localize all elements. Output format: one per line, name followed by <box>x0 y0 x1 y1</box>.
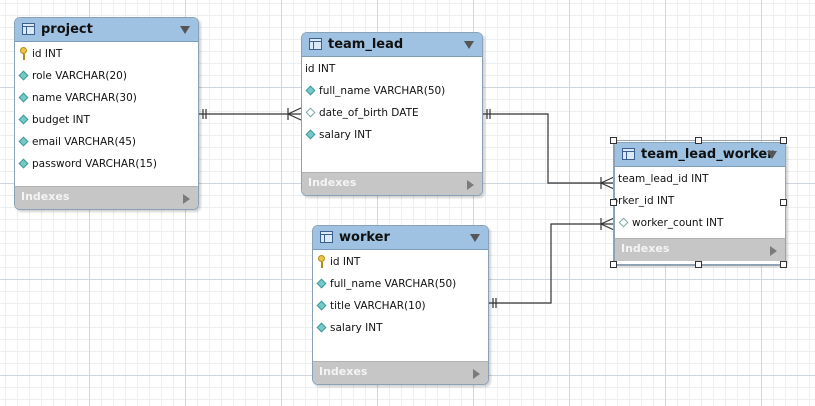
table-title: team_lead_worker <box>641 147 774 162</box>
column-label: budget INT <box>32 114 90 126</box>
column-icon <box>316 300 327 311</box>
indexes-label: Indexes <box>319 365 368 378</box>
primary-key-icon <box>318 255 325 268</box>
resize-handle-left[interactable] <box>610 199 617 206</box>
expand-arrow-icon[interactable] <box>473 369 480 379</box>
primary-key-icon <box>20 47 27 60</box>
column-label: full_name VARCHAR(50) <box>330 278 457 290</box>
table-team-lead-worker[interactable]: team_lead_worker team_lead_id INT worker… <box>614 142 786 265</box>
relationship-project-team-lead[interactable] <box>197 107 302 121</box>
indexes-bar[interactable]: Indexes <box>15 186 198 209</box>
expand-arrow-icon[interactable] <box>183 194 190 204</box>
resize-handle-top[interactable] <box>695 137 702 144</box>
column-row[interactable]: id INT <box>302 58 482 80</box>
table-header[interactable]: project <box>15 18 198 42</box>
column-label: role VARCHAR(20) <box>32 70 127 82</box>
column-label: worker_count INT <box>632 217 724 229</box>
column-icon <box>18 114 29 125</box>
resize-handle-bottom-left[interactable] <box>610 261 617 268</box>
collapse-arrow-icon[interactable] <box>464 41 474 49</box>
column-label: password VARCHAR(15) <box>32 158 157 170</box>
relationship-team-lead-team-lead-worker[interactable] <box>481 109 615 190</box>
expand-arrow-icon[interactable] <box>770 246 777 256</box>
indexes-bar[interactable]: Indexes <box>615 238 785 261</box>
table-project[interactable]: project id INT role VARCHAR(20) name VAR… <box>14 17 199 210</box>
column-label: salary INT <box>319 129 372 141</box>
column-icon <box>18 92 29 103</box>
column-row[interactable]: full_name VARCHAR(50) <box>313 273 488 295</box>
resize-handle-top-left[interactable] <box>610 137 617 144</box>
table-header[interactable]: team_lead <box>302 33 482 57</box>
table-team-lead[interactable]: team_lead id INT full_name VARCHAR(50) d… <box>301 32 483 196</box>
column-icon <box>18 158 29 169</box>
indexes-label: Indexes <box>308 176 357 189</box>
collapse-arrow-icon[interactable] <box>767 151 777 159</box>
relationship-worker-team-lead-worker[interactable] <box>487 217 615 308</box>
column-icon <box>316 278 327 289</box>
indexes-bar[interactable]: Indexes <box>302 172 482 195</box>
table-icon <box>320 231 333 243</box>
column-row[interactable]: team_lead_id INT <box>615 168 785 190</box>
column-row[interactable]: role VARCHAR(20) <box>15 65 198 87</box>
expand-arrow-icon[interactable] <box>467 180 474 190</box>
resize-handle-top-right[interactable] <box>780 137 787 144</box>
column-row[interactable]: date_of_birth DATE <box>302 102 482 124</box>
table-header[interactable]: worker <box>313 226 488 250</box>
collapse-arrow-icon[interactable] <box>470 234 480 242</box>
column-row[interactable]: worker_id INT <box>615 190 785 212</box>
column-row[interactable]: worker_count INT <box>615 212 785 234</box>
column-label: email VARCHAR(45) <box>32 136 137 148</box>
column-icon <box>305 129 316 140</box>
column-label: id INT <box>32 48 63 60</box>
resize-handle-bottom-right[interactable] <box>780 261 787 268</box>
column-label: salary INT <box>330 322 383 334</box>
column-row[interactable]: salary INT <box>313 317 488 339</box>
column-row[interactable]: id INT <box>15 43 198 65</box>
column-row[interactable]: email VARCHAR(45) <box>15 131 198 153</box>
column-row[interactable]: name VARCHAR(30) <box>15 87 198 109</box>
column-icon <box>18 136 29 147</box>
table-icon <box>309 38 322 50</box>
table-icon <box>622 148 635 160</box>
collapse-arrow-icon[interactable] <box>180 26 190 34</box>
column-row[interactable]: password VARCHAR(15) <box>15 153 198 175</box>
resize-handle-right[interactable] <box>780 199 787 206</box>
nullable-column-icon <box>305 107 316 118</box>
table-title: project <box>41 22 93 37</box>
column-icon <box>316 322 327 333</box>
indexes-label: Indexes <box>21 190 70 203</box>
column-row[interactable]: salary INT <box>302 124 482 146</box>
indexes-label: Indexes <box>621 242 670 255</box>
column-row[interactable]: budget INT <box>15 109 198 131</box>
column-row[interactable]: full_name VARCHAR(50) <box>302 80 482 102</box>
column-label: full_name VARCHAR(50) <box>319 85 446 97</box>
column-label: name VARCHAR(30) <box>32 92 137 104</box>
table-header[interactable]: team_lead_worker <box>615 143 785 167</box>
indexes-bar[interactable]: Indexes <box>313 361 488 384</box>
table-title: worker <box>339 230 390 245</box>
column-row[interactable]: id INT <box>313 251 488 273</box>
column-row[interactable]: title VARCHAR(10) <box>313 295 488 317</box>
column-label: title VARCHAR(10) <box>330 300 426 312</box>
column-icon <box>18 70 29 81</box>
column-icon <box>305 85 316 96</box>
column-label: date_of_birth DATE <box>319 107 419 119</box>
column-label: team_lead_id INT <box>618 173 709 185</box>
resize-handle-bottom[interactable] <box>695 261 702 268</box>
table-icon <box>22 23 35 35</box>
nullable-column-icon <box>618 217 629 228</box>
column-label: worker_id INT <box>615 195 675 207</box>
table-title: team_lead <box>328 37 404 52</box>
column-label: id INT <box>330 256 361 268</box>
table-worker[interactable]: worker id INT full_name VARCHAR(50) titl… <box>312 225 489 385</box>
column-label: id INT <box>305 63 336 75</box>
